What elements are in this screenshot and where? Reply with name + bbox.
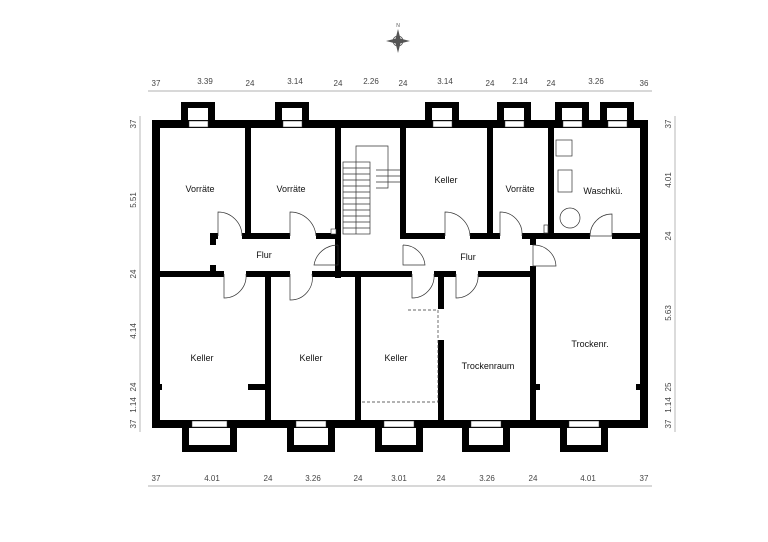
dimension-top: 37 3.39 24 3.14 24 2.26 24 3.14 24 2.14 … <box>152 77 649 88</box>
staircase <box>342 145 400 235</box>
dimension-label: 4.01 <box>580 474 596 483</box>
dimension-label: 37 <box>129 419 138 428</box>
room-label-keller: Keller <box>190 353 213 363</box>
window-bays-bottom <box>182 426 608 452</box>
dimension-bottom: 37 4.01 24 3.26 24 3.01 24 3.26 24 4.01 … <box>152 474 649 483</box>
dimension-label: 3.26 <box>479 474 495 483</box>
dimension-label: 37 <box>129 119 138 128</box>
window-bays-top <box>181 102 634 122</box>
dimension-label: 24 <box>529 474 538 483</box>
room-label-trockenraum: Trockenraum <box>462 361 515 371</box>
dimension-label: 2.26 <box>363 77 379 86</box>
dimension-label: 37 <box>664 119 673 128</box>
dimension-label: 1.14 <box>129 397 138 413</box>
room-label-flur: Flur <box>256 250 272 260</box>
room-label-keller: Keller <box>434 175 457 185</box>
dimension-label: 24 <box>264 474 273 483</box>
dimension-label: 24 <box>399 79 408 88</box>
doors <box>217 211 613 301</box>
room-label-trockenraum: Trockenr. <box>571 339 608 349</box>
room-label-vorraete: Vorräte <box>276 184 305 194</box>
room-label-waschkueche: Waschkü. <box>583 186 622 196</box>
compass-north-label: N <box>396 23 400 29</box>
dimension-label: 3.14 <box>437 77 453 86</box>
dimension-label: 3.39 <box>197 77 213 86</box>
dimension-label: 4.14 <box>129 323 138 339</box>
dimension-label: 5.63 <box>664 305 673 321</box>
room-label-keller: Keller <box>384 353 407 363</box>
dashed-partition <box>362 309 439 403</box>
dimension-label: 25 <box>664 382 673 391</box>
dimension-label: 24 <box>334 79 343 88</box>
walls <box>152 120 648 428</box>
dimension-label: 5.51 <box>129 192 138 208</box>
dimension-label: 37 <box>664 419 673 428</box>
shaft <box>330 228 337 235</box>
dimension-label: 24 <box>547 79 556 88</box>
dimension-label: 37 <box>152 474 161 483</box>
laundry-fixtures <box>543 139 581 234</box>
dimension-label: 37 <box>152 79 161 88</box>
dimension-lines <box>139 90 676 487</box>
dimension-label: 24 <box>664 231 673 240</box>
dimension-label: 4.01 <box>664 172 673 188</box>
dimension-right: 37 4.01 24 5.63 25 1.14 37 <box>664 119 673 428</box>
dimension-label: 24 <box>354 474 363 483</box>
room-label-flur: Flur <box>460 252 476 262</box>
room-label-vorraete: Vorräte <box>505 184 534 194</box>
dimension-label: 24 <box>129 269 138 278</box>
dimension-label: 24 <box>246 79 255 88</box>
dimension-label: 37 <box>640 474 649 483</box>
dimension-label: 4.01 <box>204 474 220 483</box>
dimension-label: 24 <box>437 474 446 483</box>
compass-icon: N <box>386 23 410 53</box>
dimension-label: 3.01 <box>391 474 407 483</box>
dimension-label: 1.14 <box>664 397 673 413</box>
room-label-keller: Keller <box>299 353 322 363</box>
dimension-label: 36 <box>640 79 649 88</box>
dimension-label: 3.14 <box>287 77 303 86</box>
dimension-label: 3.26 <box>305 474 321 483</box>
dimension-label: 24 <box>129 382 138 391</box>
room-label-vorraete: Vorräte <box>185 184 214 194</box>
dimension-left: 37 5.51 24 4.14 24 1.14 37 <box>129 119 138 428</box>
dimension-label: 24 <box>486 79 495 88</box>
dimension-label: 2.14 <box>512 77 528 86</box>
dimension-label: 3.26 <box>588 77 604 86</box>
